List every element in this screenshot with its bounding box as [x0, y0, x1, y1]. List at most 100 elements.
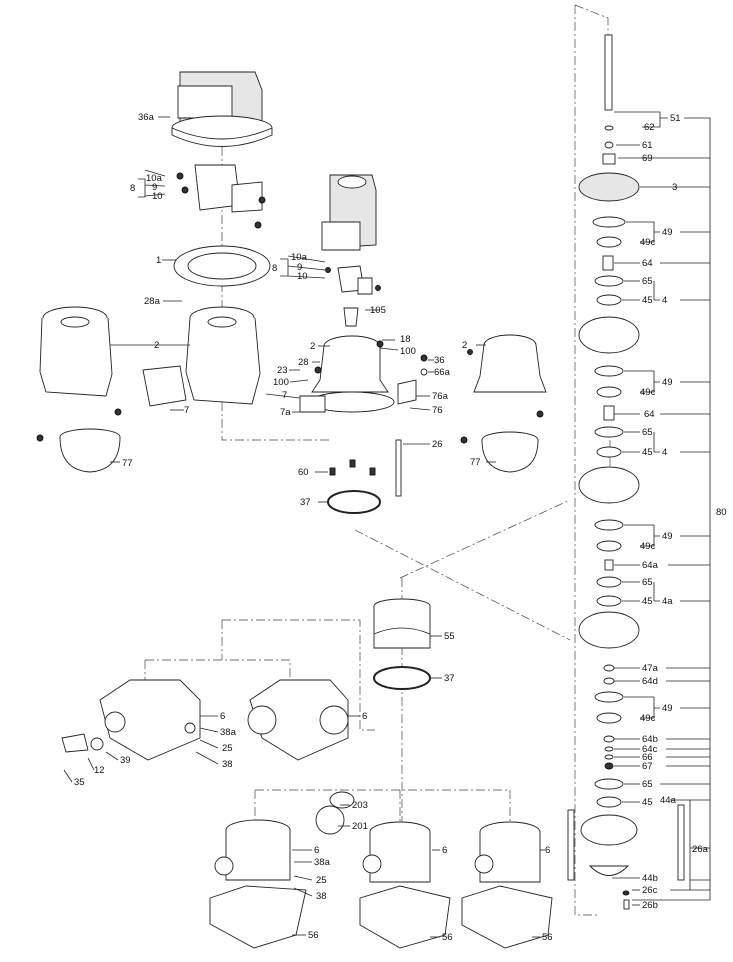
motor-large: [171, 71, 273, 147]
label-2: 2: [310, 341, 315, 352]
pump-head-right: [467, 334, 547, 418]
label-18: 18: [400, 334, 411, 345]
label-100: 100: [273, 377, 289, 388]
label-26c: 26c: [642, 885, 658, 896]
label-38a: 38a: [220, 727, 237, 738]
label-77: 77: [470, 457, 481, 468]
label-66: 66: [642, 752, 653, 763]
label-51: 51: [670, 113, 681, 124]
o-ring-center: [327, 490, 381, 514]
label-3: 3: [672, 182, 677, 193]
base-oval-flange: [61, 679, 201, 761]
label-49c: 49c: [640, 713, 656, 724]
label-64: 64: [642, 258, 653, 269]
label-66a: 66a: [434, 367, 451, 378]
label-28: 28: [298, 357, 309, 368]
label-60: 60: [298, 467, 309, 478]
label-49: 49: [662, 227, 673, 238]
label-8: 8: [130, 183, 135, 194]
label-64: 64: [644, 409, 655, 420]
label-36: 36: [434, 355, 445, 366]
label-10a: 10a: [291, 252, 308, 263]
guard-plates-center: [299, 379, 417, 413]
label-49: 49: [662, 377, 673, 388]
label-64c: 64c: [642, 744, 658, 755]
label-10: 10: [297, 271, 308, 282]
label-35: 35: [74, 777, 85, 788]
label-49c: 49c: [640, 541, 656, 552]
label-64d: 64d: [642, 676, 658, 687]
label-10a: 10a: [146, 173, 163, 184]
base-round-flange: [247, 679, 349, 761]
label-45: 45: [642, 295, 653, 306]
label-203: 203: [352, 800, 368, 811]
label-7a: 7a: [280, 407, 291, 418]
label-77: 77: [122, 458, 133, 469]
label-4: 4: [662, 295, 667, 306]
base-threaded-b: [359, 821, 451, 949]
label-37: 37: [444, 673, 455, 684]
label-64b: 64b: [642, 734, 658, 745]
label-26a: 26a: [692, 844, 709, 855]
shaft-stack: [567, 34, 685, 910]
label-80: 80: [716, 507, 727, 518]
label-38: 38: [222, 759, 233, 770]
label-25: 25: [316, 875, 327, 886]
label-65: 65: [642, 276, 653, 287]
label-2: 2: [462, 340, 467, 351]
pump-head-center: [309, 335, 428, 413]
label-36a: 36a: [138, 112, 155, 123]
label-6: 6: [442, 845, 447, 856]
label-9: 9: [297, 262, 302, 273]
nuts-center: [329, 459, 376, 476]
leader-lines: [63, 111, 711, 938]
label-44b: 44b: [642, 873, 658, 884]
shaft-seal-cartridge: [343, 307, 359, 327]
label-10: 10: [152, 191, 163, 202]
coupling-bracket-center: [325, 265, 381, 295]
label-38: 38: [316, 891, 327, 902]
label-44a: 44a: [660, 795, 677, 806]
label-105: 105: [370, 305, 386, 316]
label-4: 4: [662, 447, 667, 458]
part-labels: 36a 8 10a 9 10 1 28a 2 7 77 8 10a 9 10 1…: [74, 112, 727, 943]
priming-cover-right: [460, 431, 539, 473]
label-25: 25: [222, 743, 233, 754]
label-23: 23: [277, 365, 288, 376]
label-100: 100: [400, 346, 416, 357]
label-69: 69: [642, 153, 653, 164]
label-49: 49: [662, 531, 673, 542]
label-8: 8: [272, 263, 277, 274]
label-45: 45: [642, 797, 653, 808]
label-2: 2: [154, 340, 159, 351]
label-28a: 28a: [144, 296, 161, 307]
label-6: 6: [314, 845, 319, 856]
label-7: 7: [282, 390, 287, 401]
label-67: 67: [642, 761, 653, 772]
label-76a: 76a: [432, 391, 449, 402]
label-61: 61: [642, 140, 653, 151]
label-1: 1: [156, 255, 161, 266]
label-37: 37: [300, 497, 311, 508]
label-56: 56: [308, 930, 319, 941]
label-7: 7: [184, 405, 189, 416]
pump-head-left-b: [185, 306, 261, 405]
tie-bolt: [395, 439, 402, 497]
label-56: 56: [442, 932, 453, 943]
pump-head-left-a: [39, 306, 113, 397]
flange-ring: [173, 245, 271, 287]
motor-small: [321, 174, 377, 251]
label-45: 45: [642, 447, 653, 458]
coupling-bracket-left: [176, 164, 266, 229]
label-49c: 49c: [640, 237, 656, 248]
label-6: 6: [220, 711, 225, 722]
guard-plate-left: [142, 365, 187, 407]
label-65: 65: [642, 427, 653, 438]
label-49: 49: [662, 703, 673, 714]
label-65: 65: [642, 779, 653, 790]
outer-sleeve: [373, 598, 431, 690]
label-47a: 47a: [642, 663, 659, 674]
label-201: 201: [352, 821, 368, 832]
assembly-guide-lines: [144, 4, 611, 916]
